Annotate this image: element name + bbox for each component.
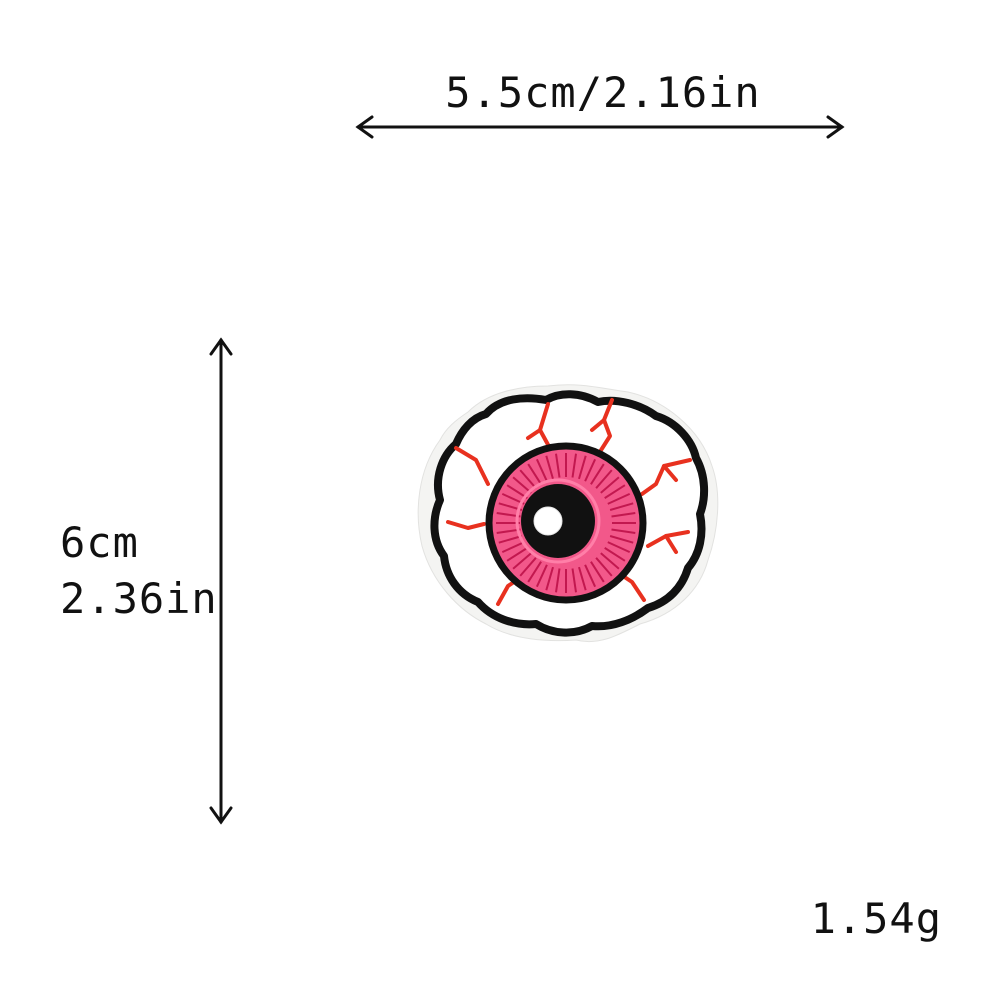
iris-stitch [545, 455, 554, 480]
iris-stitch [604, 547, 626, 562]
iris-stitch [600, 552, 620, 570]
iris-stitch [501, 541, 525, 554]
height-cm-label: 6cm [60, 518, 139, 567]
iris-stitch [590, 561, 605, 583]
iris-stitch [609, 535, 634, 544]
iris-stitch [519, 469, 537, 489]
eyeball-patch-icon [417, 384, 719, 643]
iris-stitch [545, 566, 554, 591]
iris-stitch [611, 512, 636, 518]
iris-stitch [527, 463, 542, 485]
pupil-ring [515, 478, 601, 564]
iris-stitch [595, 469, 613, 489]
iris-stitch [519, 557, 537, 577]
iris-stitch [578, 566, 587, 591]
iris-stitch [584, 564, 597, 588]
iris-stitch [611, 528, 636, 534]
iris-stitch [578, 455, 587, 480]
iris-stitch [535, 564, 548, 588]
iris-stitch [506, 547, 528, 562]
iris-stitch [604, 484, 626, 499]
width-arrow [355, 115, 845, 139]
weight-label: 1.54g [810, 894, 942, 943]
iris-stitch [535, 458, 548, 482]
iris-stitch [600, 476, 620, 494]
iris-stitch [607, 492, 631, 505]
iris-stitch [607, 541, 631, 554]
iris-stitch [595, 557, 613, 577]
iris-stitch [571, 568, 577, 593]
iris-stitch [590, 463, 605, 485]
iris-stitch [555, 453, 561, 478]
iris-stitch [555, 568, 561, 593]
iris-stitch [571, 453, 577, 478]
iris-stitch [609, 502, 634, 511]
height-in-label: 2.36in [60, 574, 218, 623]
iris-stitch [512, 552, 532, 570]
iris-stitch [527, 561, 542, 583]
iris-texture-lines [496, 453, 636, 593]
iris-stitch [498, 535, 523, 544]
iris-stitch [584, 458, 597, 482]
iris-stitch [512, 476, 532, 494]
eye-highlight [533, 506, 563, 536]
height-arrow [209, 337, 233, 825]
width-dimension-label: 5.5cm/2.16in [445, 68, 761, 117]
